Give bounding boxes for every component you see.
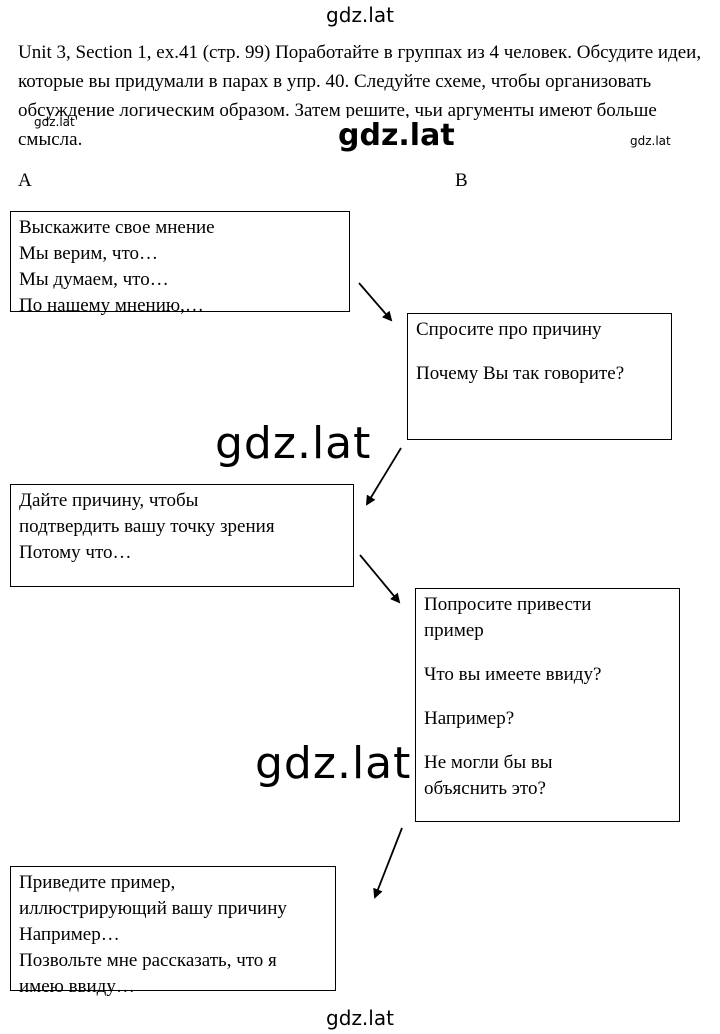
column-label-a: A — [18, 170, 32, 191]
arrow-1-to-2 — [358, 282, 393, 322]
box-line: Потому что… — [19, 542, 132, 563]
box-line: Спросите про причину — [416, 319, 602, 340]
watermark-large-lower: gdz.lat — [255, 738, 412, 789]
box-line: Например… — [19, 924, 120, 945]
box-line: Например? — [424, 708, 515, 729]
box-line: объяснить это? — [424, 778, 546, 799]
watermark-large-middle: gdz.lat — [215, 418, 372, 469]
watermark-bottom: gdz.lat — [326, 1006, 394, 1030]
box-line: Почему Вы так говорите? — [416, 363, 625, 384]
arrow-3-to-4 — [359, 554, 401, 604]
arrow-2-to-3 — [365, 447, 402, 506]
box-line: Мы думаем, что… — [19, 269, 169, 290]
column-label-b: B — [455, 170, 468, 191]
box-line: Позвольте мне рассказать, что я — [19, 950, 277, 971]
watermark-small-right: gdz.lat — [630, 134, 671, 148]
box-line: Выскажите свое мнение — [19, 217, 215, 238]
box-line: Что вы имеете ввиду? — [424, 664, 602, 685]
arrow-4-to-5 — [373, 827, 403, 899]
box-line: подтвердить вашу точку зрения — [19, 516, 275, 537]
step-box-express-opinion: Выскажите свое мнение Мы верим, что… Мы ду… — [10, 211, 350, 316]
watermark-small-left: gdz.lat — [34, 115, 75, 129]
box-line: По нашему мнению,… — [19, 295, 204, 316]
box-line: Попросите привести — [424, 594, 592, 615]
step-box-give-example: Приведите пример, иллюстрирующий вашу при… — [10, 866, 336, 997]
box-line: Приведите пример, — [19, 872, 176, 893]
exercise-instructions: Unit 3, Section 1, ex.41 (стр. 99) Пораб… — [18, 42, 702, 150]
box-line: имею ввиду… — [19, 976, 135, 997]
box-line: иллюстрирующий вашу причину — [19, 898, 287, 919]
step-box-give-reason: Дайте причину, чтобы подтвердить вашу точ… — [10, 484, 354, 587]
watermark-top: gdz.lat — [326, 3, 394, 27]
box-line: Не могли бы вы — [424, 752, 553, 773]
box-line: Дайте причину, чтобы — [19, 490, 199, 511]
watermark-inline: gdz.lat — [336, 118, 457, 153]
box-line: пример — [424, 620, 484, 641]
box-line: Мы верим, что… — [19, 243, 159, 264]
